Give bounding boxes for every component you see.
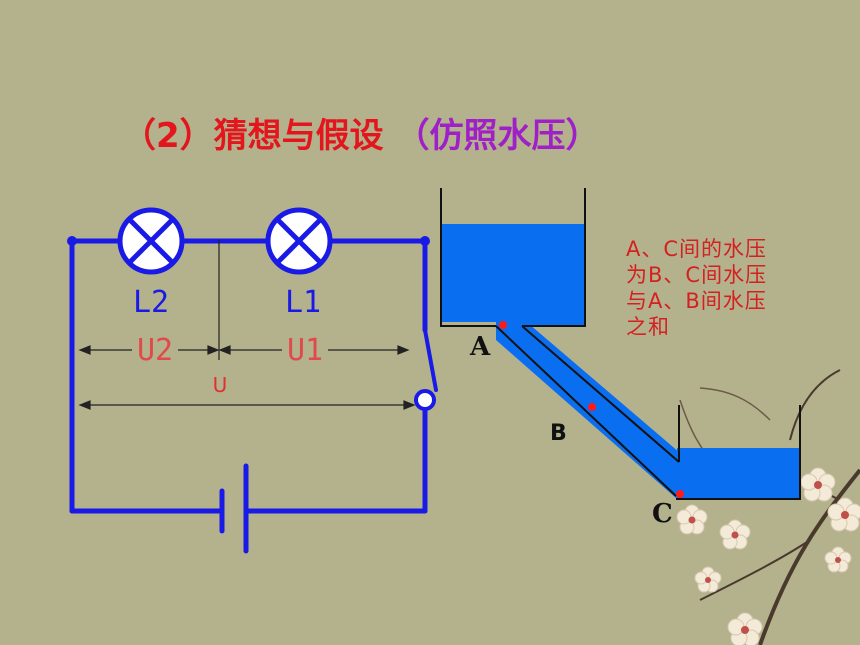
blossom-flowers xyxy=(676,467,860,645)
junction-dot xyxy=(67,236,77,246)
lamp-l2-label: L2 xyxy=(133,285,169,320)
lamp-l1-icon xyxy=(265,207,333,275)
flower-icon xyxy=(676,504,708,535)
lower-tank-water xyxy=(677,448,799,499)
voltage-u1-label: U1 xyxy=(287,333,323,368)
slide-title: （2）猜想与假设 （仿照水压） xyxy=(122,108,600,157)
point-a-label: A xyxy=(469,332,491,362)
flower-icon xyxy=(827,497,860,532)
note-line: 之和 xyxy=(626,315,670,339)
lamp-l1-label: L1 xyxy=(285,285,321,320)
pipe-upper-edge xyxy=(521,325,680,463)
note-line: A、C间的水压 xyxy=(626,237,768,261)
switch-contact xyxy=(414,389,436,411)
upper-tank-water xyxy=(441,224,585,326)
title-paren-text: 仿照水压 xyxy=(429,116,566,156)
point-b-dot xyxy=(588,403,596,411)
point-c-dot xyxy=(676,490,684,498)
point-c-label: C xyxy=(652,499,673,529)
flower-icon xyxy=(727,612,763,645)
title-paren-open: （ xyxy=(395,116,430,156)
switch-blade xyxy=(423,328,438,392)
title-paren-close: ） xyxy=(565,116,600,156)
note-line: 为B、C间水压 xyxy=(626,263,768,287)
circuit-diagram xyxy=(69,238,438,554)
connecting-pipe xyxy=(496,318,700,498)
lower-tank-right-wall xyxy=(676,405,801,500)
pipe-lower-edge xyxy=(495,325,677,497)
lamp-l2-icon xyxy=(117,207,185,275)
voltage-markers xyxy=(78,240,416,410)
voltage-u-label: U xyxy=(213,373,228,397)
flower-icon xyxy=(824,546,852,573)
voltage-u2-label: U2 xyxy=(137,333,173,368)
note-line: 与A、B间水压 xyxy=(626,289,767,313)
water-pressure-note: A、C间的水压 为B、C间水压 与A、B间水压 之和 xyxy=(626,236,826,340)
point-a-dot xyxy=(499,321,507,329)
title-main: （2）猜想与假设 xyxy=(122,116,384,156)
flower-icon xyxy=(719,519,751,550)
upper-tank-left-wall xyxy=(440,188,496,327)
flower-icon xyxy=(694,566,722,593)
point-b-label: B xyxy=(550,421,567,446)
upper-tank-right-wall xyxy=(522,188,586,327)
junction-dot xyxy=(420,236,430,246)
water-system xyxy=(440,188,801,500)
flower-icon xyxy=(800,467,836,502)
